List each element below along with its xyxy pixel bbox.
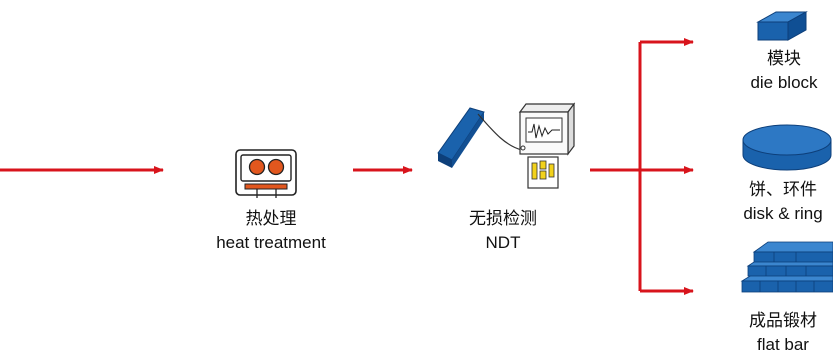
disk-ring-icon <box>742 124 832 171</box>
flat-bar-label: 成品锻材 flat bar <box>733 309 833 357</box>
die-block-en: die block <box>750 73 818 92</box>
die-block-icon <box>756 11 808 41</box>
ndt-en: NDT <box>485 233 521 252</box>
ndt-cn: 无损检测 <box>469 209 537 228</box>
disk-ring-en: disk & ring <box>743 204 823 223</box>
disk-ring-cn: 饼、环件 <box>749 180 817 199</box>
ndt-equipment-icon <box>437 102 576 189</box>
die-block-label: 模块 die block <box>735 47 833 95</box>
heat-treatment-en: heat treatment <box>216 233 326 252</box>
heat-treatment-cn: 热处理 <box>245 209 297 228</box>
disk-ring-label: 饼、环件 disk & ring <box>733 178 833 226</box>
die-block-cn: 模块 <box>767 49 801 68</box>
flat-bar-en: flat bar <box>757 335 809 354</box>
furnace-icon <box>235 149 297 198</box>
ndt-label: 无损检测 NDT <box>443 207 563 255</box>
heat-treatment-label: 热处理 heat treatment <box>196 207 346 255</box>
flat-bar-cn: 成品锻材 <box>749 311 817 330</box>
flat-bar-icon <box>740 241 833 293</box>
